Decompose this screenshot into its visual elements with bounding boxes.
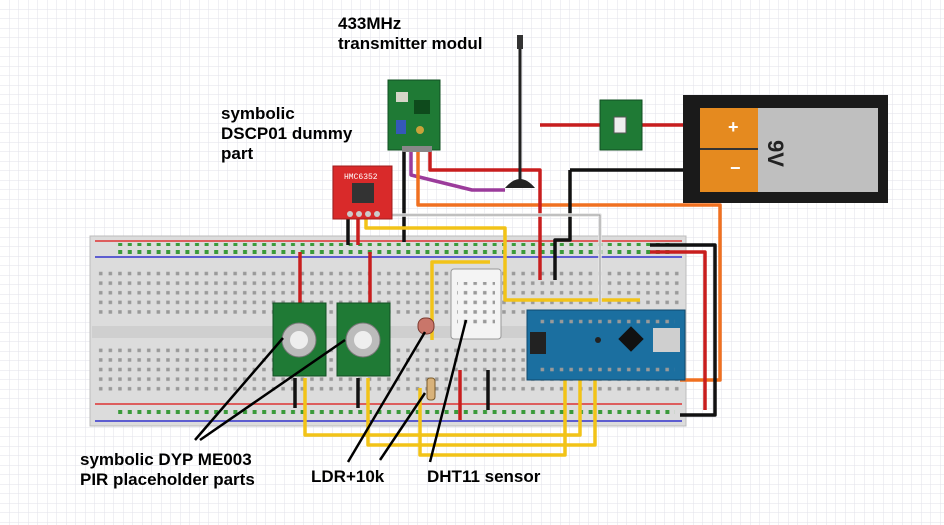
- dht11-sensor: [450, 268, 502, 340]
- transmitter-label: 433MHz transmitter modul: [338, 14, 483, 53]
- dht-label: DHT11 sensor: [427, 467, 541, 486]
- ldr: [417, 317, 435, 335]
- resistor-10k: [426, 377, 436, 401]
- pir-sensor-2: [336, 302, 391, 377]
- dscp-label: symbolic DSCP01 dummy part: [221, 104, 353, 163]
- wires: [293, 123, 722, 457]
- label-pointers: [194, 319, 468, 463]
- battery-9v: + − 9V: [683, 95, 888, 203]
- battery-label: 9V: [763, 140, 788, 167]
- transmitter-module: [387, 79, 441, 152]
- battery-plus: +: [728, 117, 739, 137]
- pir-sensor-1: [272, 302, 327, 377]
- compass-module: HMC6352: [332, 165, 393, 220]
- compass-chip-label: HMC6352: [344, 173, 378, 182]
- power-switch: [599, 99, 643, 151]
- battery-minus: −: [730, 158, 741, 178]
- pir-label: symbolic DYP ME003 PIR placeholder parts: [80, 450, 255, 489]
- ldr-label: LDR+10k: [311, 467, 385, 486]
- arduino-nano: [526, 309, 686, 381]
- antenna: [505, 35, 535, 188]
